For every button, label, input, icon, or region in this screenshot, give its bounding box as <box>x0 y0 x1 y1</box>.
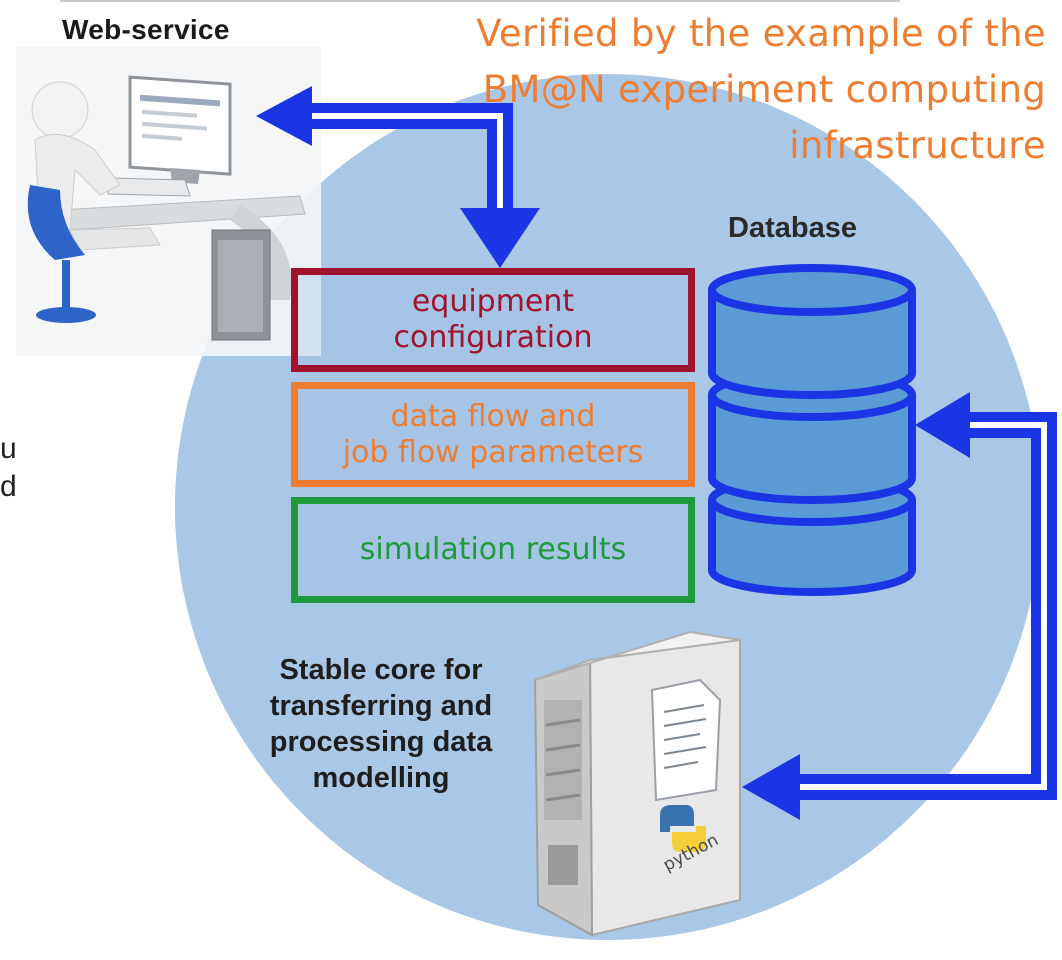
equipment-configuration-box: equipment configuration <box>291 268 695 372</box>
simulation-box-label: simulation results <box>359 532 627 567</box>
server-icon <box>533 630 741 937</box>
web-database-arrow <box>256 86 540 268</box>
verified-caption: Verified by the example of the BM@N expe… <box>346 6 1046 174</box>
database-label: Database <box>728 212 857 244</box>
cutoff-text-fragment: d <box>0 470 17 503</box>
verified-caption-line: BM@N experiment computing <box>482 68 1046 111</box>
equipment-box-line: equipment <box>411 284 575 319</box>
dataflow-box-line: job flow parameters <box>342 434 644 470</box>
equipment-box-line: configuration <box>393 320 593 355</box>
stable-core-line: processing data <box>269 726 493 758</box>
data-flow-parameters-box: data flow and job flow parameters <box>291 382 695 487</box>
stable-core-line: modelling <box>312 762 450 794</box>
simulation-results-box: simulation results <box>291 497 695 603</box>
stable-core-line: Stable core for <box>279 654 483 686</box>
verified-caption-line: Verified by the example of the <box>476 12 1046 55</box>
verified-caption-line: infrastructure <box>789 124 1046 167</box>
database-icon <box>708 264 916 596</box>
web-service-illustration <box>16 46 321 356</box>
web-service-label: Web-service <box>62 14 230 45</box>
cutoff-text-fragment: u <box>0 432 17 465</box>
stable-core-line: transferring and <box>269 690 493 722</box>
database-server-arrow <box>742 392 1057 820</box>
dataflow-box-line: data flow and <box>390 398 596 434</box>
stable-core-label: Stable core for transferring and process… <box>236 652 526 796</box>
